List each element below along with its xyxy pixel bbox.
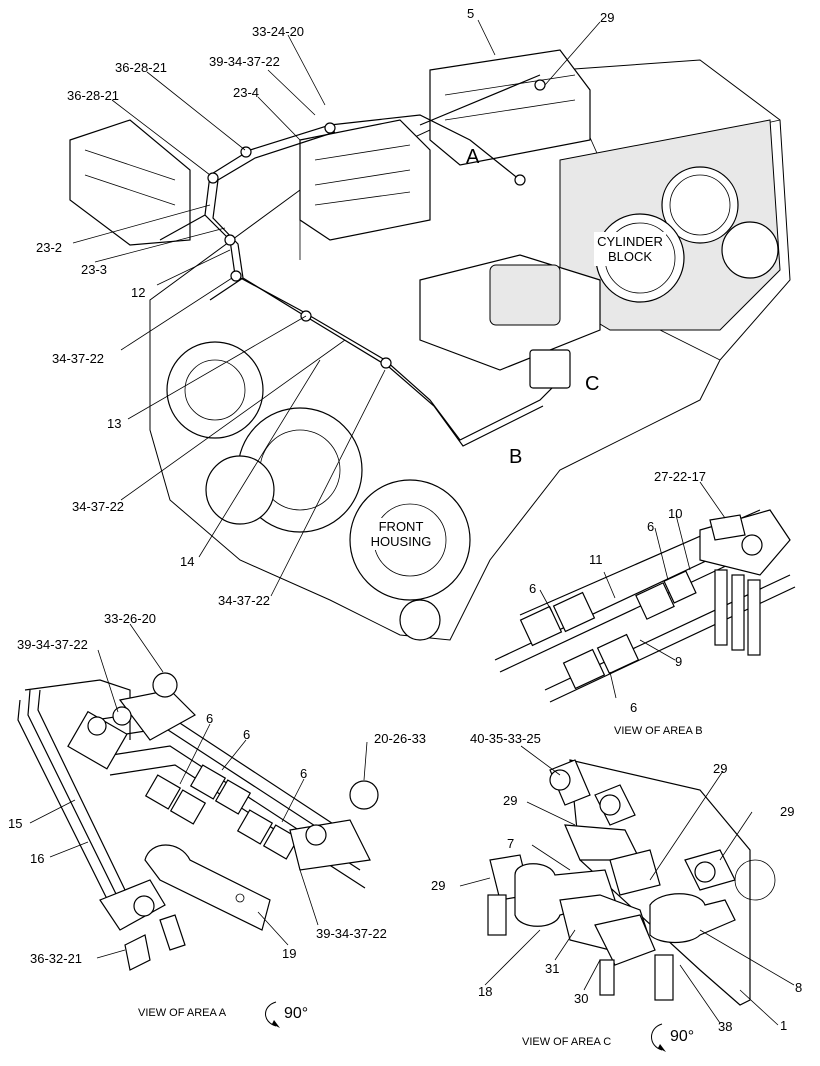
callout-23-2: 23-2: [36, 240, 62, 255]
view-c-callout-8: 8: [795, 980, 802, 995]
rotate-90-icon-c: [651, 1023, 666, 1052]
callout-34-37-22-a: 34-37-22: [52, 351, 104, 366]
view-a-callout-36-32-21: 36-32-21: [30, 951, 82, 966]
callout-36-28-21-a: 36-28-21: [115, 60, 167, 75]
view-c-callout-18: 18: [478, 984, 492, 999]
view-a-callout-33-26-20: 33-26-20: [104, 611, 156, 626]
view-a-callout-39-34-37-22-b: 39-34-37-22: [316, 926, 387, 941]
view-c-callout-40-35-33-25: 40-35-33-25: [470, 731, 541, 746]
view-b-callout-6-a: 6: [647, 519, 654, 534]
view-a-callout-15: 15: [8, 816, 22, 831]
front-housing-label-line1: FRONT: [379, 519, 424, 534]
view-c-callout-29-c: 29: [780, 804, 794, 819]
view-c-callout-7: 7: [507, 836, 514, 851]
area-marker-a: A: [466, 146, 480, 168]
view-b-callout-6-c: 6: [630, 700, 637, 715]
view-c-callout-30: 30: [574, 991, 588, 1006]
callout-34-37-22-c: 34-37-22: [218, 593, 270, 608]
view-a-rotation: 90°: [284, 1005, 308, 1022]
callout-39-34-37-22: 39-34-37-22: [209, 54, 280, 69]
view-c-callout-31: 31: [545, 961, 559, 976]
callout-33-24-20: 33-24-20: [252, 24, 304, 39]
callout-36-28-21-b: 36-28-21: [67, 88, 119, 103]
view-c-callout-29-b: 29: [503, 793, 517, 808]
callout-34-37-22-b: 34-37-22: [72, 499, 124, 514]
view-b-callout-11: 11: [589, 552, 603, 567]
callout-29: 29: [600, 10, 614, 25]
view-a-callout-20-26-33: 20-26-33: [374, 731, 426, 746]
view-a-callout-16: 16: [30, 851, 44, 866]
view-area-a: [17, 623, 379, 971]
view-c-callout-29-d: 29: [431, 878, 445, 893]
view-c-callout-29-a: 29: [713, 761, 727, 776]
view-b-callout-10: 10: [668, 506, 682, 521]
area-marker-c: C: [585, 373, 599, 395]
callout-23-3: 23-3: [81, 262, 107, 277]
callout-12: 12: [131, 285, 145, 300]
view-b-title: VIEW OF AREA B: [614, 725, 703, 737]
view-b-callout-27-22-17: 27-22-17: [654, 469, 706, 484]
view-b-callout-9: 9: [675, 654, 682, 669]
rotate-90-icon-a: [265, 1001, 280, 1028]
view-a-callout-6-a: 6: [206, 711, 213, 726]
area-marker-b: B: [509, 446, 522, 468]
callout-23-4: 23-4: [233, 85, 259, 100]
view-c-callout-1: 1: [780, 1018, 787, 1033]
front-housing-label-line2: HOUSING: [371, 534, 432, 549]
view-area-c: [459, 745, 795, 1026]
view-a-callout-6-b: 6: [243, 727, 250, 742]
view-a-callout-19: 19: [282, 946, 296, 961]
view-area-b: [494, 481, 796, 703]
callout-14: 14: [180, 554, 194, 569]
view-a-callout-6-c: 6: [300, 766, 307, 781]
cylinder-block-label-line2: BLOCK: [608, 249, 652, 264]
cylinder-block-label-line1: CYLINDER: [597, 234, 663, 249]
callout-13: 13: [107, 416, 121, 431]
view-c-callout-38: 38: [718, 1019, 732, 1034]
view-c-title: VIEW OF AREA C: [522, 1036, 611, 1048]
callout-5: 5: [467, 6, 474, 21]
view-c-rotation: 90°: [670, 1028, 694, 1045]
view-b-callout-6-b: 6: [529, 581, 536, 596]
view-a-title: VIEW OF AREA A: [138, 1007, 227, 1019]
view-a-callout-39-34-37-22-a: 39-34-37-22: [17, 637, 88, 652]
